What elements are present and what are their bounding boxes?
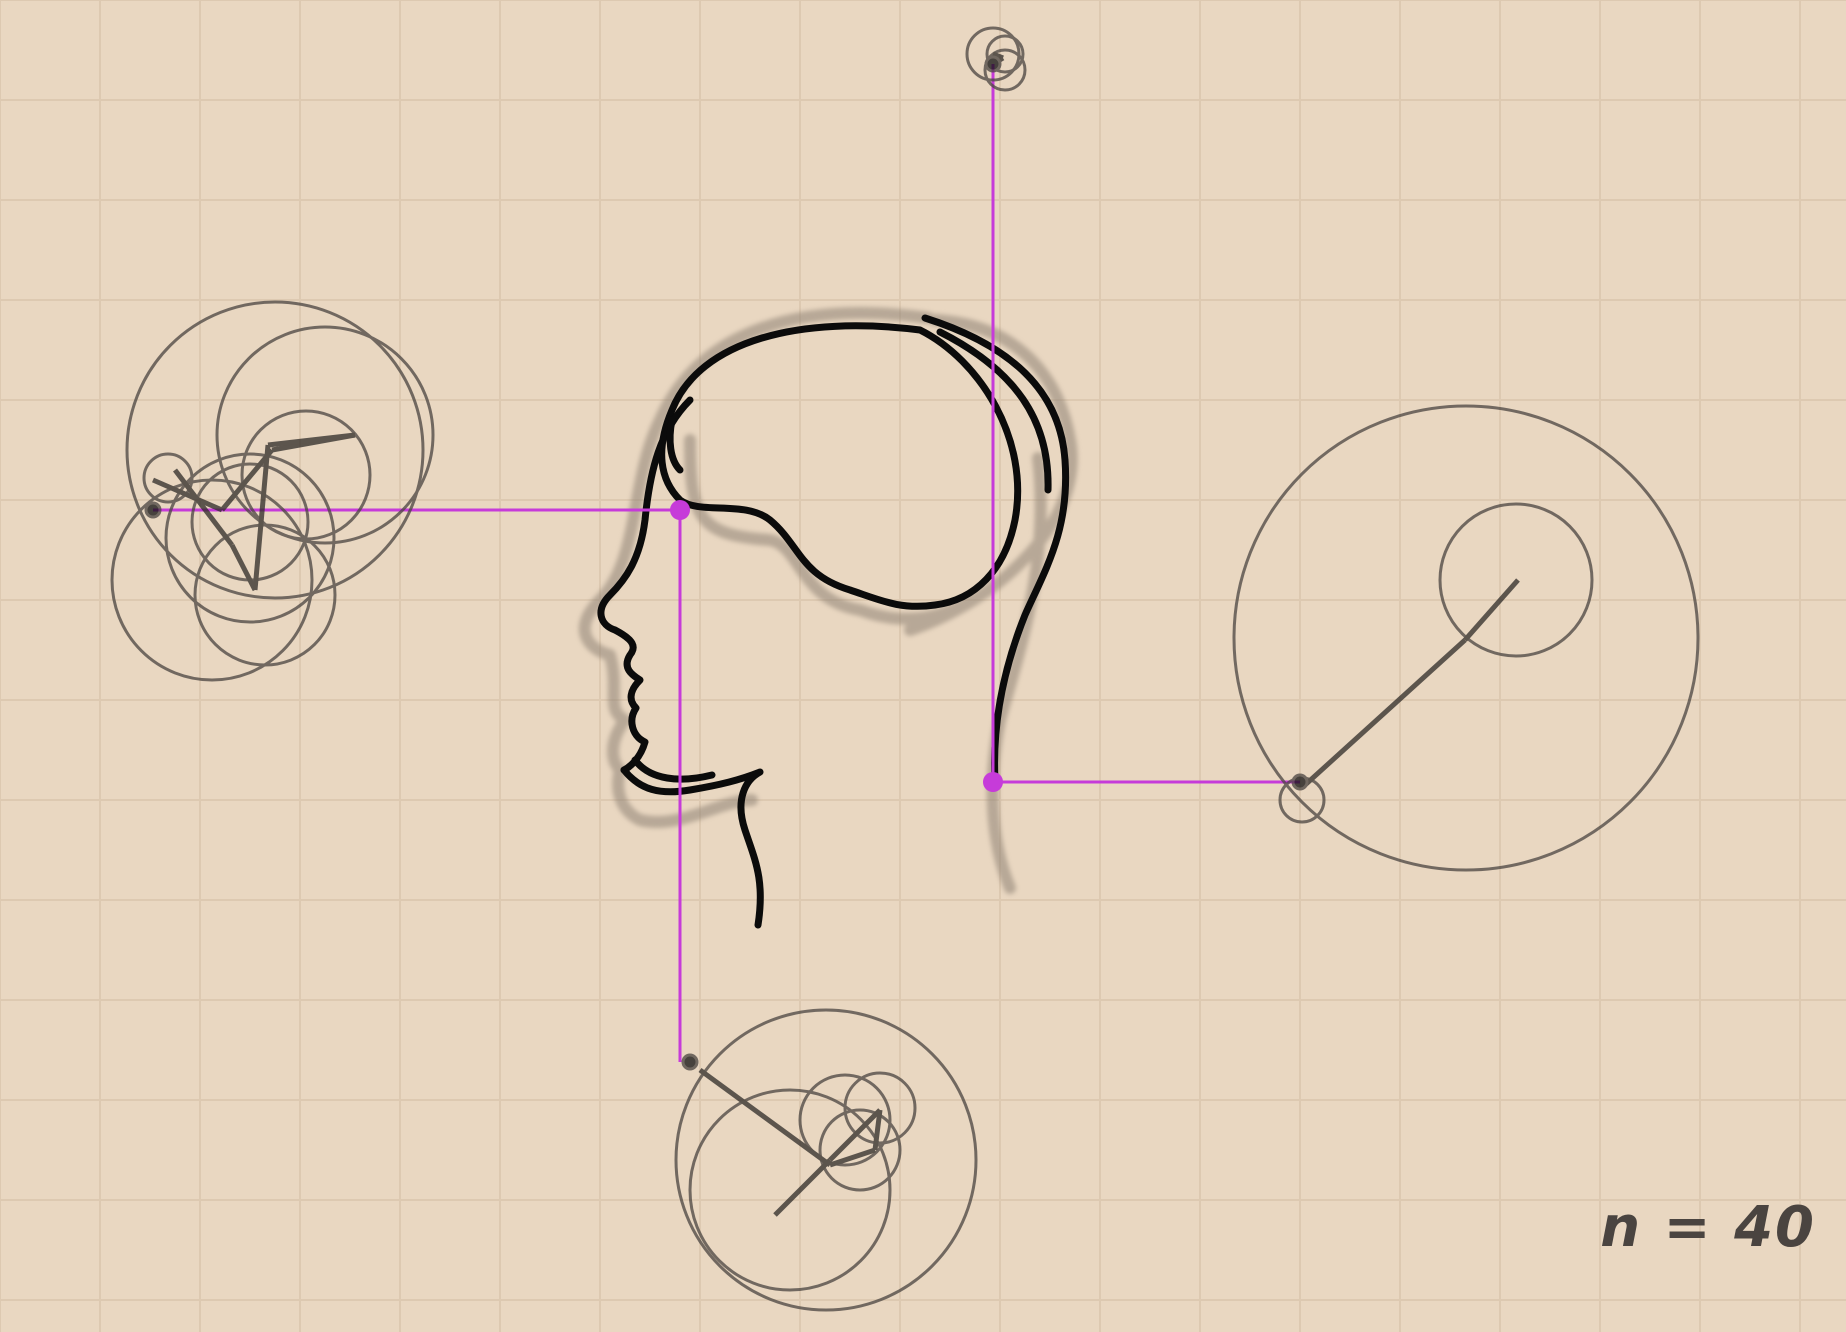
epicycle-circle [125, 300, 425, 600]
epicycle-tip-dot [681, 1053, 699, 1071]
epicycle-tip-dot [144, 501, 162, 519]
guide-points [670, 500, 1003, 792]
epicycle-circle [215, 325, 435, 545]
epicycle-arm [1303, 638, 1467, 787]
epicycle-system-top [965, 26, 1027, 92]
epicycle-arm [1463, 578, 1520, 642]
skull-curve [658, 322, 1022, 610]
epicycle-circle [983, 48, 1027, 92]
epicycle-circle [798, 1073, 892, 1167]
epicycle-arm [152, 477, 223, 513]
chin-neck [620, 766, 764, 929]
epicycle-arm [229, 543, 258, 592]
epicycle-system-bottom [674, 1008, 978, 1312]
face-profile [597, 396, 694, 774]
epicycle-circle [843, 1071, 917, 1145]
epicycle-arm [267, 432, 356, 448]
epicycle-system-left [110, 300, 435, 682]
epicycle-arm [220, 448, 274, 512]
epicycle-circle [193, 523, 337, 667]
back-of-head [921, 314, 1070, 784]
epicycle-circle [164, 452, 336, 624]
head-outline-drawing [597, 314, 1070, 929]
epicycle-arm [872, 1109, 883, 1151]
epicycle-circle [674, 1008, 978, 1312]
epicycle-system-right [1232, 404, 1700, 872]
epicycle-circle [190, 462, 310, 582]
epicycle-circle [1438, 502, 1594, 658]
epicycle-circle [142, 452, 194, 504]
guide-lines [153, 64, 1300, 1062]
epicycle-arm [173, 468, 234, 547]
epicycle-circle [985, 34, 1025, 74]
epicycle-arm [829, 1147, 876, 1168]
epicycle-circle [1232, 404, 1700, 872]
epicycle-arm [773, 1158, 832, 1217]
epicycle-tip-dot [984, 55, 1002, 73]
epicycle-circle [818, 1108, 902, 1192]
epicycle-tip-dot [1291, 773, 1309, 791]
traced-path-shadow [578, 307, 1078, 894]
epicycle-circle [688, 1088, 892, 1292]
epicycle-arm [252, 444, 271, 591]
epicycle-systems [110, 26, 1700, 1312]
epicycle-arm [828, 1108, 882, 1162]
term-count-label: n = 40 [1600, 1195, 1816, 1260]
epicycle-arm [698, 1067, 832, 1168]
